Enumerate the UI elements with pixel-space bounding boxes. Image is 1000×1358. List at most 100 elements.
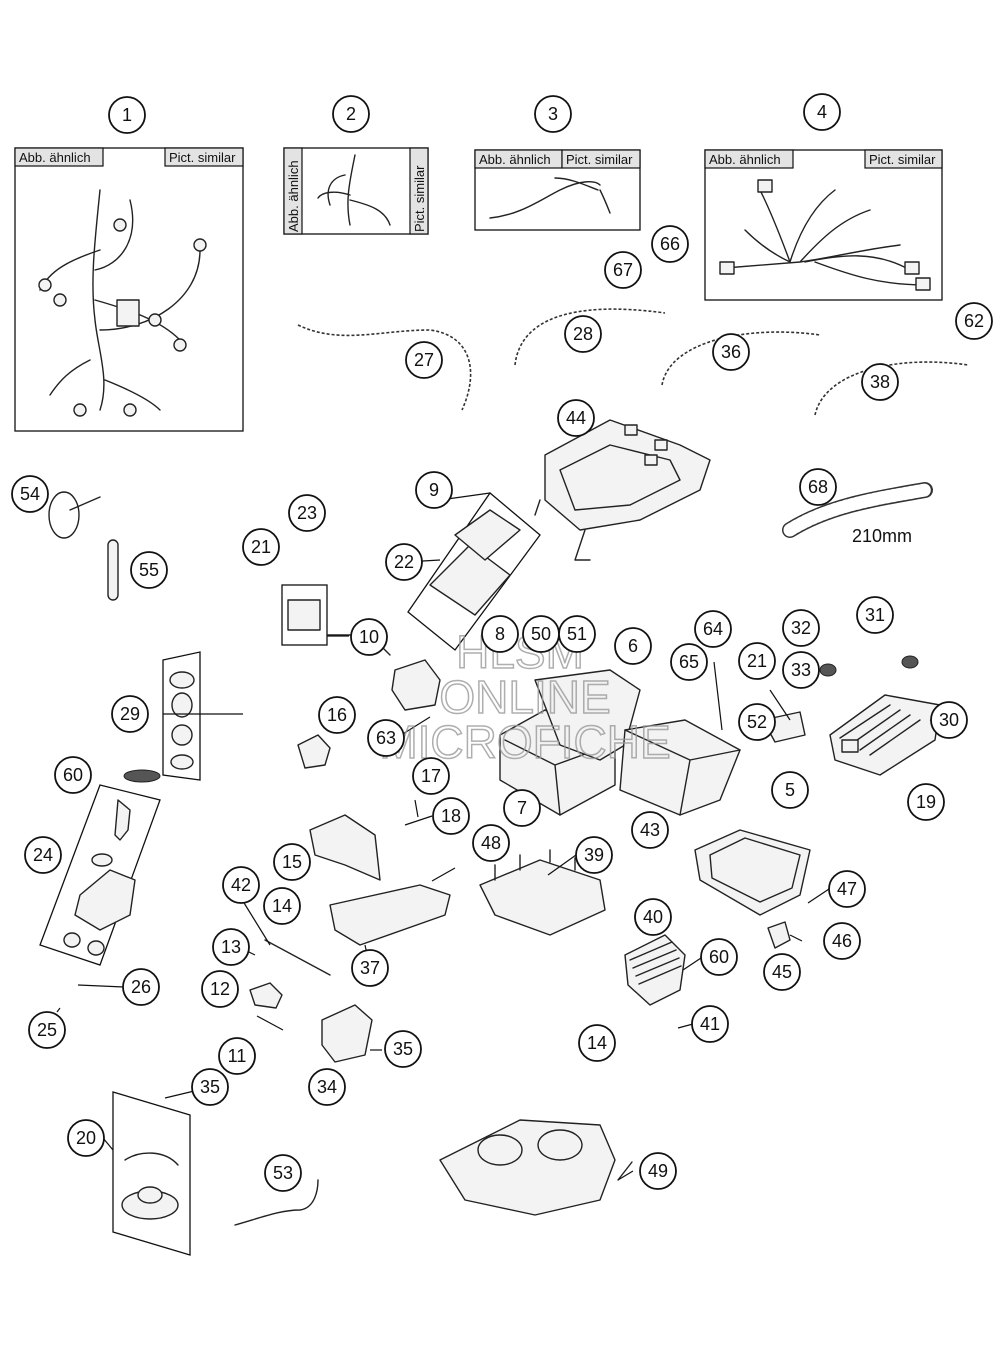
svg-text:39: 39	[584, 845, 604, 865]
harness-box-2: Abb. ähnlich Pict. similar	[283, 147, 429, 235]
callout-13: 13	[212, 928, 250, 966]
svg-text:14: 14	[272, 896, 292, 916]
seal-ring-60	[123, 769, 161, 783]
callout-64: 64	[694, 610, 732, 648]
callout-50: 50	[522, 615, 560, 653]
svg-text:4: 4	[817, 102, 827, 122]
callout-22: 22	[385, 543, 423, 581]
horn-20	[112, 1091, 191, 1256]
callout-11: 11	[218, 1037, 256, 1075]
callout-38: 38	[861, 363, 899, 401]
svg-text:45: 45	[772, 962, 792, 982]
svg-text:51: 51	[567, 624, 587, 644]
svg-text:13: 13	[221, 937, 241, 957]
svg-text:40: 40	[643, 907, 663, 927]
svg-text:16: 16	[327, 705, 347, 725]
svg-text:55: 55	[139, 560, 159, 580]
svg-text:1: 1	[122, 105, 132, 125]
svg-text:5: 5	[785, 780, 795, 800]
svg-text:23: 23	[297, 503, 317, 523]
svg-text:30: 30	[939, 710, 959, 730]
svg-text:64: 64	[703, 619, 723, 639]
sensor-16	[297, 734, 331, 769]
relay-box-10	[281, 584, 441, 711]
svg-text:15: 15	[282, 852, 302, 872]
svg-text:52: 52	[747, 712, 767, 732]
callout-33: 33	[782, 651, 820, 689]
svg-text:36: 36	[721, 342, 741, 362]
sensor-cable-53	[234, 1179, 319, 1226]
svg-text:46: 46	[832, 931, 852, 951]
callout-37: 37	[351, 949, 389, 987]
label-abb-aehnlich-2: Abb. ähnlich	[286, 160, 301, 232]
callout-20: 20	[67, 1119, 105, 1157]
callout-34: 34	[308, 1068, 346, 1106]
callout-17: 17	[412, 757, 450, 795]
cable-28	[514, 308, 666, 366]
callout-63: 63	[367, 719, 405, 757]
callout-14a: 14	[263, 887, 301, 925]
callout-40: 40	[634, 898, 672, 936]
svg-text:11: 11	[228, 1046, 247, 1066]
svg-text:17: 17	[421, 766, 441, 786]
svg-text:10: 10	[359, 627, 379, 647]
svg-text:31: 31	[865, 605, 885, 625]
svg-text:21: 21	[747, 651, 767, 671]
bracket-15	[309, 814, 381, 881]
callout-10: 10	[350, 618, 388, 656]
callout-6: 6	[614, 627, 652, 665]
label-pict-similar-4: Pict. similar	[869, 152, 936, 167]
svg-text:38: 38	[870, 372, 890, 392]
callout-55: 55	[130, 551, 168, 589]
callout-31: 31	[856, 596, 894, 634]
strap-55	[107, 539, 119, 601]
svg-text:19: 19	[916, 792, 936, 812]
svg-text:3: 3	[548, 104, 558, 124]
svg-text:44: 44	[566, 408, 586, 428]
callout-16: 16	[318, 696, 356, 734]
svg-text:60: 60	[63, 765, 83, 785]
callout-18: 18	[432, 797, 470, 835]
svg-text:54: 54	[20, 484, 40, 504]
cable-tie-54	[48, 491, 101, 539]
callout-9: 9	[415, 471, 453, 509]
svg-text:32: 32	[791, 618, 811, 638]
svg-text:49: 49	[648, 1161, 668, 1181]
callout-68: 68	[799, 468, 837, 506]
callout-28: 28	[564, 315, 602, 353]
callout-36: 36	[712, 333, 750, 371]
callout-51: 51	[558, 615, 596, 653]
svg-text:6: 6	[628, 636, 638, 656]
callout-60a: 60	[54, 756, 92, 794]
svg-text:12: 12	[210, 979, 230, 999]
callout-8: 8	[481, 615, 519, 653]
svg-text:22: 22	[394, 552, 414, 572]
callout-3: 3	[534, 95, 572, 133]
callout-26: 26	[122, 968, 160, 1006]
corrugated-hose-68	[782, 482, 933, 538]
callout-4: 4	[803, 93, 841, 131]
callout-23: 23	[288, 494, 326, 532]
callout-52: 52	[738, 703, 776, 741]
grommet-33	[819, 663, 837, 677]
svg-text:7: 7	[517, 798, 527, 818]
bracket-37	[329, 884, 451, 946]
svg-text:33: 33	[791, 660, 811, 680]
svg-text:20: 20	[76, 1128, 96, 1148]
harness-box-3: Abb. ähnlich Pict. similar	[474, 149, 641, 231]
svg-text:35: 35	[200, 1077, 220, 1097]
svg-text:37: 37	[360, 958, 380, 978]
svg-text:65: 65	[679, 652, 699, 672]
module-34	[321, 1004, 373, 1063]
svg-text:35: 35	[393, 1039, 413, 1059]
callout-7: 7	[503, 789, 541, 827]
callout-46: 46	[823, 922, 861, 960]
rod-42	[264, 939, 331, 976]
callout-35b: 35	[191, 1068, 229, 1106]
callouts: 1 2 3 4 9 10 16 20 21 22 23 24 25 26 27 …	[11, 93, 993, 1192]
label-abb-aehnlich: Abb. ähnlich	[19, 150, 91, 165]
callout-21b: 21	[738, 642, 776, 680]
svg-text:25: 25	[37, 1020, 57, 1040]
callout-60b: 60	[700, 938, 738, 976]
